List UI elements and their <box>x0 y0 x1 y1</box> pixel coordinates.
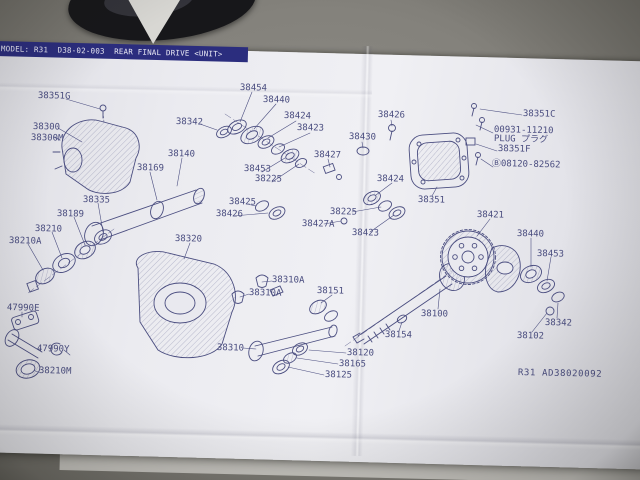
part-label: 38440 <box>516 229 545 240</box>
part-label: 38151 <box>316 286 345 297</box>
part-label: 38310A <box>248 288 282 299</box>
doc-code: R31 AD38020092 <box>517 368 603 380</box>
part-label: 38425 <box>228 197 257 208</box>
part-label: 38453 <box>536 249 565 260</box>
diagram-linework <box>4 91 565 379</box>
bearing-caps-38310A <box>231 274 284 304</box>
part-label: 38125 <box>324 370 353 381</box>
pinion-washers-mid <box>340 190 406 225</box>
part-label: 38427 <box>313 150 342 161</box>
part-label: 38351F <box>497 144 531 155</box>
part-label: 38100 <box>420 309 449 320</box>
housing-38320 <box>135 251 236 359</box>
small-parts-top-right <box>322 124 396 180</box>
part-label: 38300M <box>30 133 64 144</box>
part-label: 38424 <box>283 111 312 122</box>
small-parts-bottom-left <box>4 310 63 379</box>
part-label: 38424 <box>376 174 405 185</box>
part-label: 38427A <box>301 219 335 230</box>
part-label: 38210M <box>38 366 72 377</box>
part-label: 38154 <box>384 330 413 341</box>
part-label: 38120 <box>346 348 375 359</box>
part-label: 38351 <box>417 195 446 206</box>
part-label: 38440 <box>262 95 291 106</box>
bolt-38351G <box>99 104 107 123</box>
part-label: 38421 <box>476 210 505 221</box>
part-label: Ⓑ08120-82562 <box>491 159 561 171</box>
part-label: 38300 <box>32 122 61 133</box>
part-label: 38351C <box>522 109 556 120</box>
carrier-38300 <box>52 119 140 194</box>
part-label: 38310A <box>271 275 305 286</box>
part-label: 47990Y <box>36 344 70 355</box>
part-label: 38342 <box>544 318 573 329</box>
part-label: 47990E <box>6 303 40 314</box>
diff-case-right <box>485 245 565 316</box>
rear-cover-38351 <box>408 132 470 190</box>
cover-bolts-plug <box>465 103 485 166</box>
part-label: 38423 <box>296 123 325 134</box>
washers-center <box>255 200 286 220</box>
washers-bottom <box>272 342 308 375</box>
washer-stack-left <box>26 229 112 293</box>
part-label: 38342 <box>175 117 204 128</box>
part-label: 38225 <box>254 174 283 185</box>
washer-stack-top <box>216 119 308 168</box>
part-label: 38140 <box>167 149 196 160</box>
shaft-38310 <box>248 324 338 362</box>
part-label: 38430 <box>348 132 377 143</box>
part-label: 38423 <box>351 228 380 239</box>
part-label: 38310 <box>216 343 245 354</box>
part-label: 38351G <box>37 91 71 102</box>
part-label: 38210A <box>8 236 42 247</box>
part-label: 38165 <box>338 359 367 370</box>
part-label: 38335 <box>82 195 111 206</box>
part-label: 38426 <box>377 110 406 121</box>
part-label: 38169 <box>136 163 165 174</box>
part-label: 38102 <box>516 331 545 342</box>
part-label: 38426 <box>215 209 244 220</box>
part-label: 38454 <box>239 83 268 94</box>
part-label: 38225 <box>329 207 358 218</box>
part-label: 38189 <box>56 209 85 220</box>
part-label: 38210 <box>34 224 63 235</box>
part-label: 38320 <box>174 234 203 245</box>
bearing-38151 <box>309 299 338 322</box>
